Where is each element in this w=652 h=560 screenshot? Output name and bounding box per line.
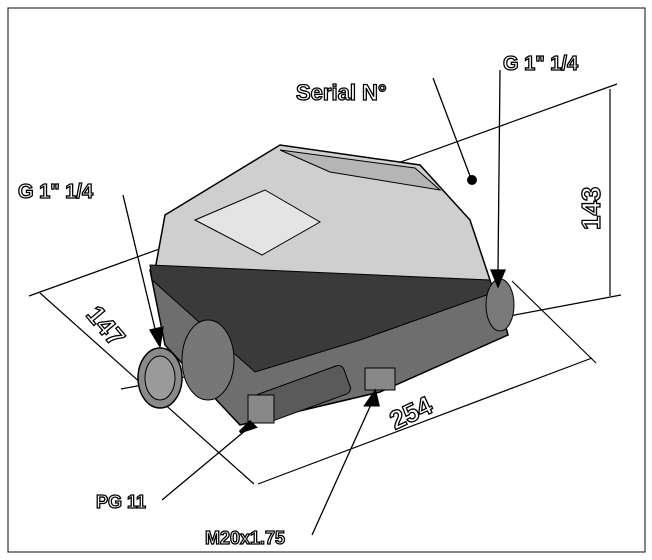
outlet-pipe xyxy=(485,278,515,332)
m20-gland xyxy=(364,367,396,391)
leader-lines xyxy=(122,69,506,536)
depth-dimension-value: 147 xyxy=(80,300,131,353)
inlet-pipe-bore xyxy=(144,355,176,401)
display-panel xyxy=(193,189,322,256)
inlet-leader xyxy=(122,194,157,334)
pg11-gland xyxy=(247,394,275,424)
seal-band xyxy=(149,264,496,373)
outlet-leader xyxy=(497,69,501,273)
arrow-icon xyxy=(363,388,380,407)
pg11-leader xyxy=(161,429,247,501)
lid-ridge xyxy=(279,149,442,191)
inlet-thread-label: G 1" 1/4 xyxy=(18,181,94,203)
outlet-thread-label: G 1" 1/4 xyxy=(503,53,579,75)
length-dimension-line xyxy=(257,357,593,485)
height-dimension-value: 143 xyxy=(576,187,606,230)
serial-number-dot xyxy=(467,175,477,185)
arrow-icon xyxy=(490,269,506,289)
serial-leader xyxy=(432,77,471,177)
arrow-icon xyxy=(148,326,164,349)
length-dimension-value: 254 xyxy=(385,390,437,436)
m20-label: M20x1.75 xyxy=(205,528,285,548)
extension-line-right xyxy=(511,280,597,364)
pg11-label: PG 11 xyxy=(96,492,146,512)
pump-controller-device xyxy=(137,144,515,426)
serial-number-label: Serial N° xyxy=(296,80,387,105)
frame-border xyxy=(7,7,646,553)
m20-leader xyxy=(311,399,374,536)
inlet-flange xyxy=(181,319,235,401)
arrow-icon xyxy=(238,419,258,434)
